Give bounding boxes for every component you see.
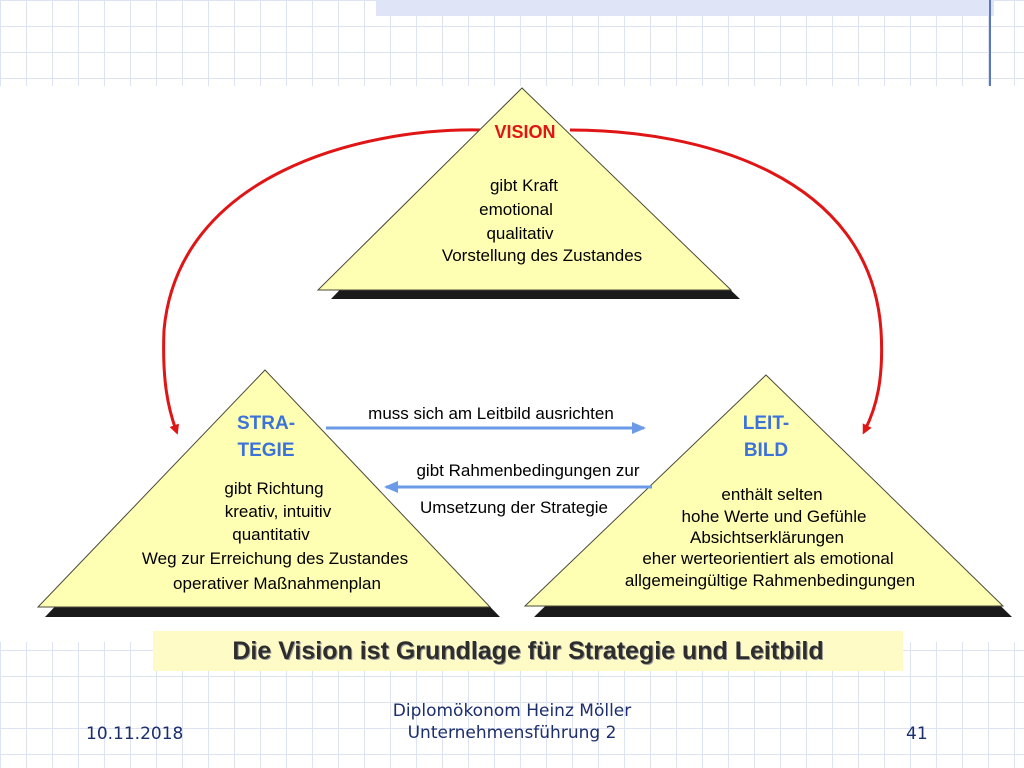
footer-course: Unternehmensführung 2 [407,723,617,743]
leitbild-line: enthält selten [721,485,822,504]
leitbild-line: allgemeingültige Rahmenbedingungen [625,571,915,590]
caption-text: Die Vision ist Grundlage für Strategie u… [232,636,824,665]
vision-title: VISION [494,122,555,142]
vision-line: Vorstellung des Zustandes [442,246,642,265]
leitbild-triangle [523,374,1005,607]
strategie-line: Weg zur Erreichung des Zustandes [142,549,408,568]
top-accent-bar [376,0,994,16]
strategie-line: gibt Richtung [224,479,323,498]
footer-author: Diplomökonom Heinz Möller [392,701,632,721]
arc-vision-to-strategie [162,128,481,435]
vision-line: gibt Kraft [490,176,558,195]
leitbild-line: Absichtserklärungen [690,528,844,547]
vision-line: emotional [479,200,553,219]
arc-vision-to-leitbild [569,128,884,435]
footer-date: 10.11.2018 [86,724,184,744]
strategie-line: quantitativ [232,525,310,544]
top-accent-line [989,0,991,86]
arrow-bottom-label: Umsetzung der Strategie [420,498,608,517]
strategie-line: operativer Maßnahmenplan [173,574,381,593]
leitbild-title: LEIT- [743,413,789,434]
strategie-title: TEGIE [237,440,294,461]
leitbild-title: BILD [744,440,788,461]
footer-page-number: 41 [906,724,928,744]
caption-banner: Die Vision ist Grundlage für Strategie u… [153,631,903,671]
strategie-triangle [36,369,492,608]
arrow-bottom-label: gibt Rahmenbedingungen zur [416,461,639,480]
vision-line: qualitativ [486,224,554,243]
vision-triangle [316,87,733,291]
strategie-title: STRA- [237,413,295,434]
arrow-top-label: muss sich am Leitbild ausrichten [368,404,614,423]
leitbild-line: eher werteorientiert als emotional [642,549,893,568]
leitbild-line: hohe Werte und Gefühle [682,507,867,526]
footer-center: Diplomökonom Heinz Möller Unternehmensfü… [312,700,712,744]
strategie-line: kreativ, intuitiv [225,502,332,521]
